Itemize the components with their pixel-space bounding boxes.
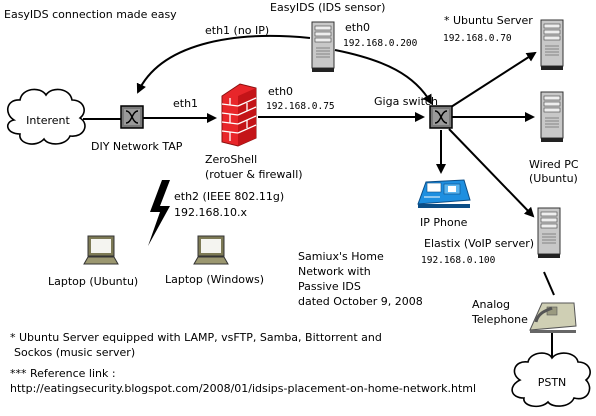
laptop-ubuntu-icon <box>83 235 119 265</box>
easyids-server-icon <box>311 21 335 73</box>
elastix-server-icon <box>537 207 561 259</box>
eth2-label: eth2 (IEEE 802.11g) <box>174 190 284 203</box>
note-line-4: dated October 9, 2008 <box>298 295 423 308</box>
zeroshell-eth0-label: eth0 <box>268 85 293 98</box>
zeroshell-eth0-ip: 192.168.0.75 <box>266 101 335 112</box>
ip-phone-icon <box>417 179 471 208</box>
reference-label: *** Reference link : <box>10 367 116 380</box>
giga-switch-label: Giga switch <box>374 95 438 108</box>
ubuntu-server-label: * Ubuntu Server <box>444 14 533 27</box>
note-line-2: Network with <box>298 265 371 278</box>
analog-telephone-icon <box>529 302 577 333</box>
elastix-label: Elastix (VoIP server) <box>424 237 534 250</box>
ubuntu-server-icon <box>540 19 564 71</box>
wireless-lightning-icon <box>148 180 170 246</box>
zeroshell-label: ZeroShell <box>205 153 257 166</box>
wired-pc-sublabel: (Ubuntu) <box>529 172 578 185</box>
ubuntu-server-ip: 192.168.0.70 <box>443 33 512 44</box>
laptop-ubuntu-label: Laptop (Ubuntu) <box>48 275 138 288</box>
analog-phone-sublabel: Telephone <box>471 313 528 326</box>
note-line-3: Passive IDS <box>298 280 361 293</box>
laptop-windows-icon <box>193 235 229 265</box>
elastix-ip: 192.168.0.100 <box>421 255 496 266</box>
note-line-1: Samiux's Home <box>298 250 384 263</box>
link-ids-switch <box>334 49 432 105</box>
easyids-label: EasyIDS (IDS sensor) <box>270 1 385 14</box>
footnote-line-2: Sockos (music server) <box>14 346 135 359</box>
eth1-noip-label: eth1 (no IP) <box>205 24 269 37</box>
firewall-icon <box>221 83 257 147</box>
ip-phone-label: IP Phone <box>420 216 468 229</box>
internet-cloud-icon <box>7 88 86 145</box>
internet-label: Interent <box>26 114 70 127</box>
link-switch-server <box>450 51 537 108</box>
easyids-eth0-ip: 192.168.0.200 <box>343 38 418 49</box>
network-tap-icon <box>120 105 144 129</box>
analog-phone-label: Analog <box>472 298 510 311</box>
wired-pc-icon <box>540 91 564 143</box>
laptop-windows-label: Laptop (Windows) <box>165 273 264 286</box>
zeroshell-sublabel: (rotuer & firewall) <box>205 168 303 181</box>
pstn-label: PSTN <box>538 376 567 389</box>
easyids-eth0-label: eth0 <box>345 21 370 34</box>
link-ids-tap <box>136 35 311 94</box>
eth1-link-label: eth1 <box>173 97 198 110</box>
diagram-title: EasyIDS connection made easy <box>4 8 177 21</box>
pstn-cloud-icon <box>511 352 591 408</box>
giga-switch-icon <box>429 105 453 129</box>
eth2-ip: 192.168.10.x <box>174 206 247 219</box>
wired-pc-label: Wired PC <box>529 158 579 171</box>
tap-label: DIY Network TAP <box>91 140 183 153</box>
link-elastix-analog <box>543 271 555 296</box>
footnote-line-1: * Ubuntu Server equipped with LAMP, vsFT… <box>10 331 382 344</box>
reference-link[interactable]: http://eatingsecurity.blogspot.com/2008/… <box>10 382 476 395</box>
link-switch-elastix <box>448 128 535 218</box>
